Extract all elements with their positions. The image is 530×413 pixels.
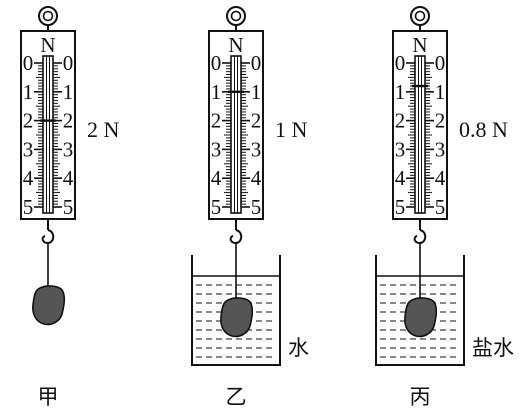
meter-bing-beaker: [375, 255, 465, 366]
meter-bing-scale-number: 3: [395, 137, 406, 161]
meter-jia-scale-number: 1: [23, 80, 34, 104]
meter-yi-scale-number: 4: [211, 166, 222, 190]
meter-bing-liquid-label: 盐水: [472, 336, 514, 360]
meter-jia-scale-number: 4: [63, 166, 74, 190]
meter-jia-scale-number: 3: [63, 137, 74, 161]
meter-yi-scale-number: 1: [251, 80, 262, 104]
meter-bing-scale-number: 1: [395, 80, 406, 104]
meter-bing-scale-number: 4: [395, 166, 406, 190]
meter-bing-scale-number: 2: [395, 109, 406, 133]
meter-bing: N0 0 1 1 2 2 3 3 4 4 5 5 0.8 N 盐水丙: [375, 6, 514, 409]
meter-yi-unit-label: N: [228, 33, 243, 57]
meter-yi-beaker: [191, 255, 281, 366]
meter-jia-scale-number: 2: [23, 109, 34, 133]
meter-bing-reading-label: 0.8 N: [459, 117, 508, 142]
meter-bing-scale-number: 5: [435, 195, 446, 219]
meter-yi-reading-label: 1 N: [275, 117, 308, 142]
meter-jia-caption: 甲: [38, 385, 59, 409]
meter-jia-unit-label: N: [40, 33, 55, 57]
meter-yi: N0 0 1 1 2 2 3 3 4 4 5 5 1 N 水乙: [191, 6, 309, 409]
meter-yi-scale-number: 3: [251, 137, 262, 161]
meter-jia-scale-number: 3: [23, 137, 34, 161]
meter-bing-scale-number: 4: [435, 166, 446, 190]
meter-bing-scale-number: 3: [435, 137, 446, 161]
meter-yi-scale-number: 5: [211, 195, 222, 219]
meter-yi-scale-number: 2: [211, 109, 222, 133]
meter-jia: N0 0 1 1 2 2 3 3 4 4 5 5 2 N 甲: [20, 6, 120, 409]
meter-bing-unit-label: N: [412, 33, 427, 57]
meter-jia-scale-number: 5: [63, 195, 74, 219]
meter-yi-scale-number: 1: [211, 80, 222, 104]
meter-jia-rock: [32, 285, 66, 326]
meter-yi-rock: [220, 297, 254, 338]
meter-yi-scale-number: 0: [251, 51, 262, 75]
meter-jia-scale-number: 0: [63, 51, 74, 75]
meter-jia-reading-label: 2 N: [87, 117, 120, 142]
meter-jia-scale-number: 2: [63, 109, 74, 133]
meter-yi-scale-number: 2: [251, 109, 262, 133]
meter-jia-scale-number: 1: [63, 80, 74, 104]
meter-bing-caption: 丙: [410, 385, 431, 409]
meter-yi-scale-number: 4: [251, 166, 262, 190]
meter-bing-scale-number: 0: [435, 51, 446, 75]
meter-jia-scale-number: 4: [23, 166, 34, 190]
meter-yi-scale-number: 3: [211, 137, 222, 161]
meter-jia-scale-number: 0: [23, 51, 34, 75]
meter-jia-scale-number: 5: [23, 195, 34, 219]
meter-yi-liquid-label: 水: [288, 336, 309, 360]
meter-yi-scale-number: 5: [251, 195, 262, 219]
meter-bing-scale-number: 5: [395, 195, 406, 219]
meter-bing-scale-number: 1: [435, 80, 446, 104]
meter-bing-scale-number: 2: [435, 109, 446, 133]
meter-yi-caption: 乙: [226, 385, 247, 409]
meter-bing-scale-number: 0: [395, 51, 406, 75]
meter-bing-rock: [404, 297, 438, 338]
meter-yi-scale-number: 0: [211, 51, 222, 75]
